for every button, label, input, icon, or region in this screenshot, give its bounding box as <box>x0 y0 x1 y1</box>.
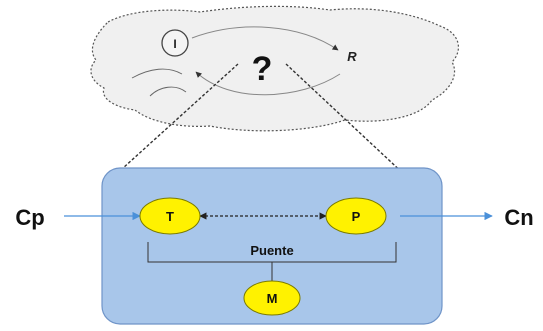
brain-outline <box>90 5 459 132</box>
output-label-cn: Cn <box>504 205 533 230</box>
node-t <box>139 197 201 235</box>
node-m <box>243 280 301 316</box>
region-i-circle <box>161 29 189 57</box>
region-r-label: R <box>347 49 357 64</box>
bridge-label: Puente <box>250 243 293 258</box>
zoom-line-right <box>285 63 407 177</box>
input-label-cp: Cp <box>15 205 44 230</box>
brain-fold-stem <box>149 86 187 97</box>
brain-fold-lower <box>131 68 183 79</box>
node-t-label: T <box>166 209 174 224</box>
region-i-label: I <box>173 37 176 51</box>
question-mark: ? <box>252 50 273 88</box>
cycle-arrow-bottom <box>195 71 341 96</box>
node-p-label: P <box>352 209 361 224</box>
zoom-line-left <box>111 63 239 179</box>
node-m-label: M <box>267 291 278 306</box>
node-p <box>325 197 387 235</box>
cycle-arrow-top <box>191 26 339 51</box>
